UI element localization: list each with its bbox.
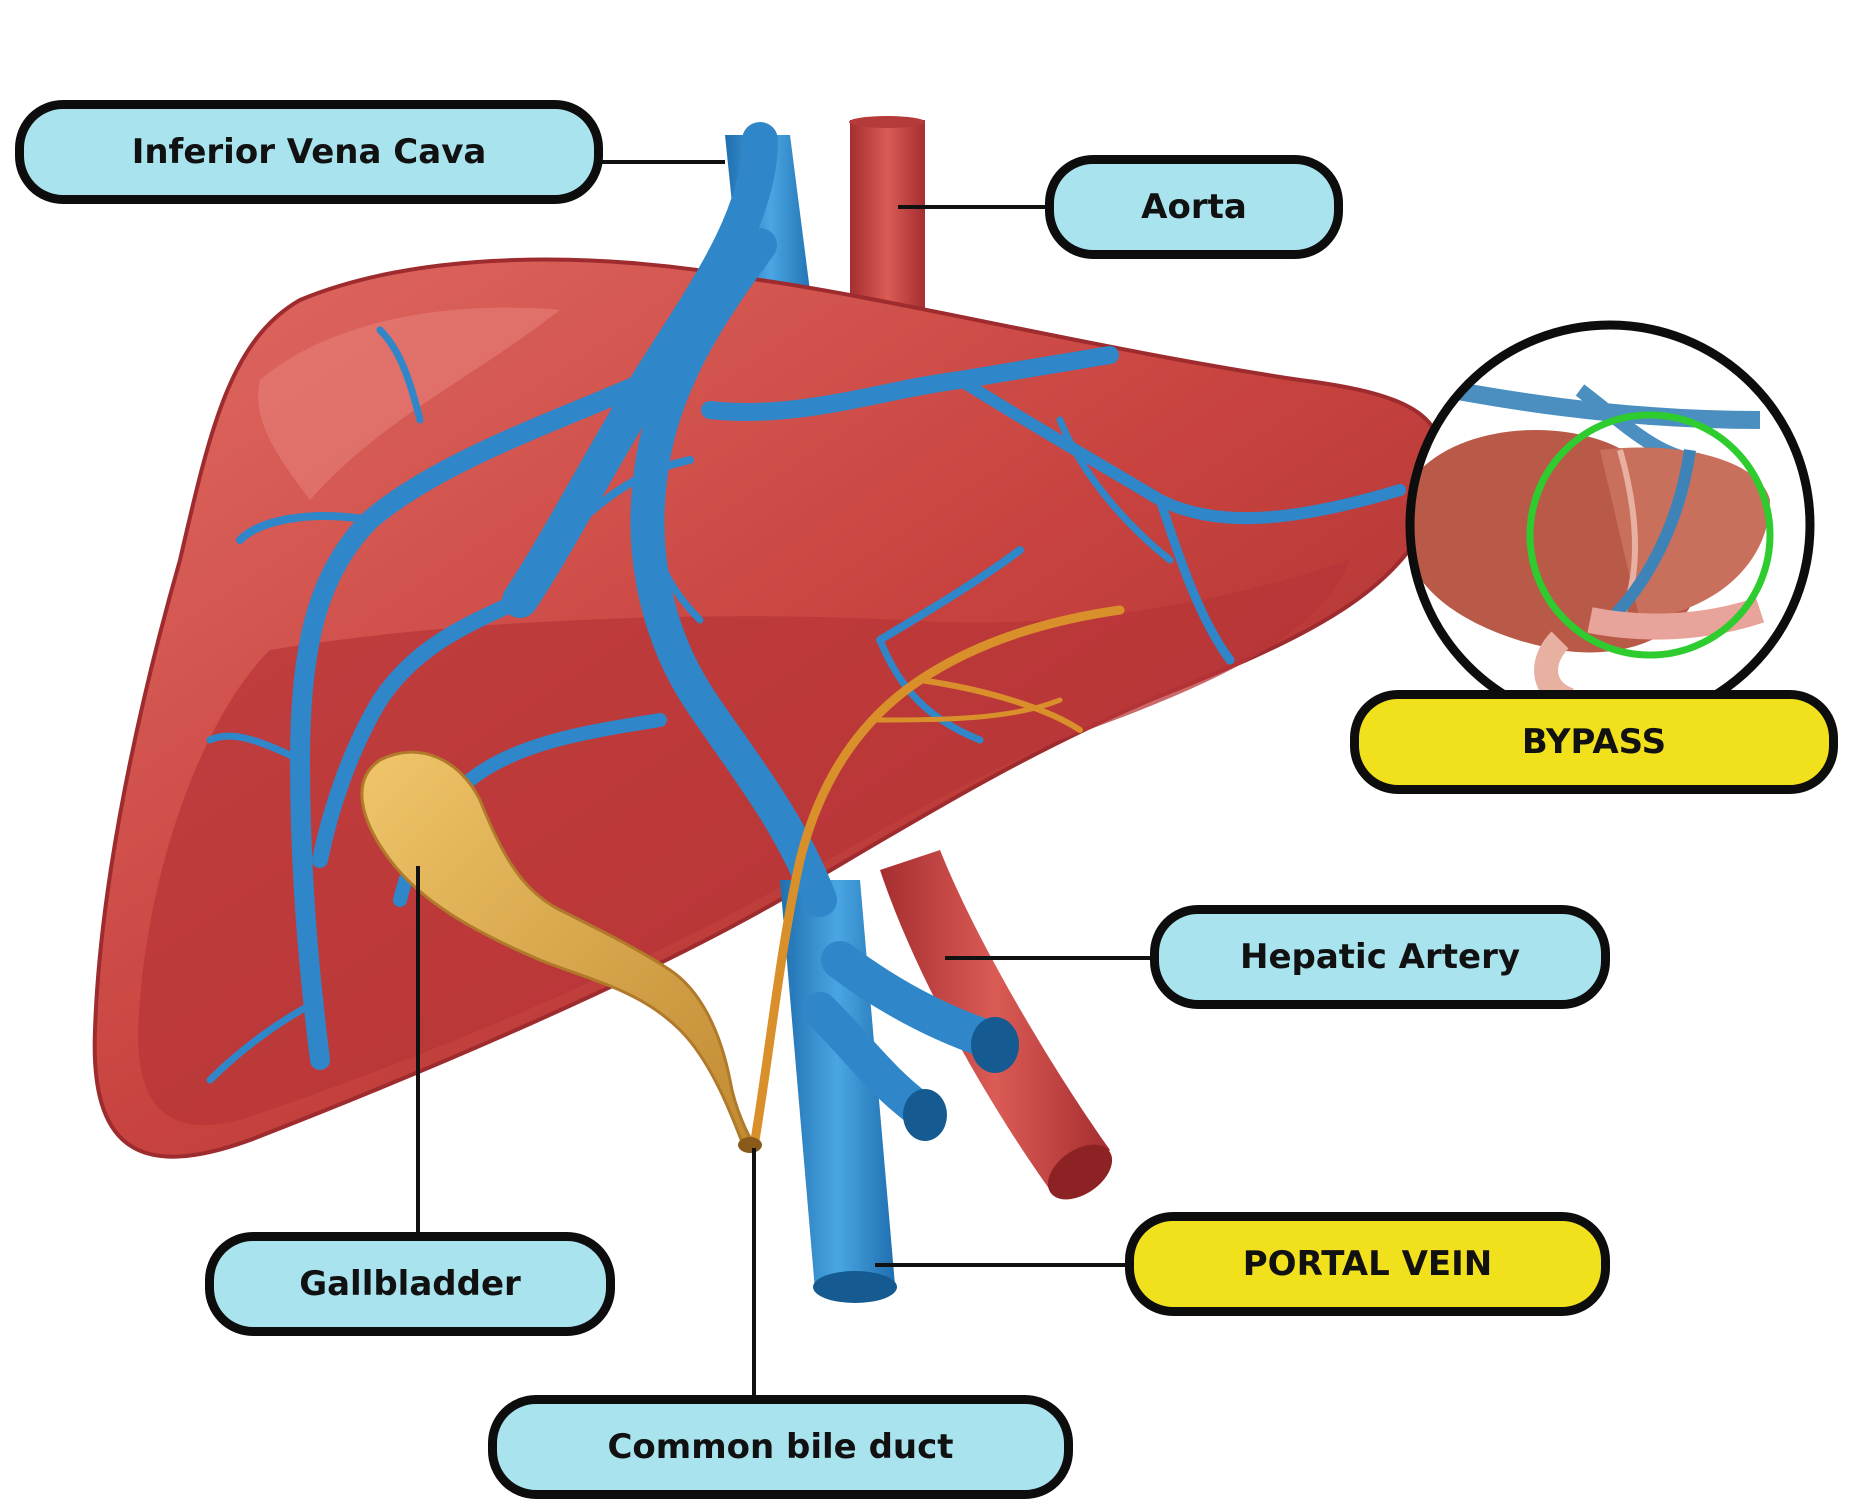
label-hepatic-artery: Hepatic Artery	[1150, 905, 1610, 1009]
vein-branch-1-end	[971, 1017, 1019, 1073]
leader-lines	[416, 160, 1150, 1400]
vein-branch-2-end	[903, 1089, 947, 1141]
label-aorta: Aorta	[1045, 155, 1343, 259]
bile-duct-end	[738, 1137, 762, 1153]
liver-lower-lobe	[138, 560, 1351, 1125]
label-inferior-vena-cava: Inferior Vena Cava	[15, 100, 603, 204]
label-gallbladder: Gallbladder	[205, 1232, 615, 1336]
aorta-top	[849, 116, 925, 128]
bile-duct-tree	[750, 605, 1125, 1145]
hepatic-vein-tree	[206, 122, 1406, 1084]
gallbladder-organ	[360, 750, 758, 1153]
label-bypass: BYPASS	[1350, 690, 1838, 794]
vein-branch-1	[821, 941, 1009, 1059]
hepatic-artery-end	[1047, 1144, 1113, 1200]
portal-vein-end	[813, 1271, 897, 1303]
liver-highlight	[258, 307, 560, 500]
label-portal-vein: PORTAL VEIN	[1125, 1212, 1610, 1316]
bypass-highlight-ring	[1526, 411, 1774, 659]
aorta-vessel	[850, 120, 925, 330]
label-common-bile-duct: Common bile duct	[488, 1395, 1073, 1499]
